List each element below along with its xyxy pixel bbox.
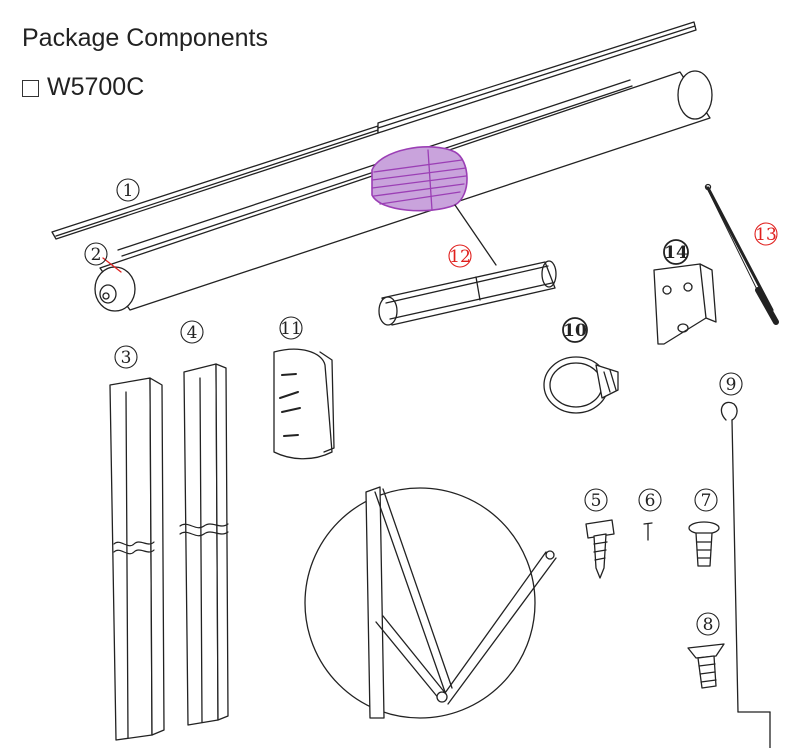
hose-clamp [543,356,619,414]
model-checkbox[interactable] [22,80,39,97]
callout-12: 12 [449,247,471,267]
callout-14: 14 [664,243,688,263]
page-title: Package Components [22,24,268,52]
bolt-7 [688,521,720,567]
arm-channel-left [109,377,165,741]
callout-2: 2 [91,245,102,265]
spring-tube [378,204,557,326]
arm-detail-circle [304,486,557,719]
hook-rod [720,401,771,748]
model-option[interactable]: W5700C [22,73,144,102]
spring-housing [371,146,468,212]
callout-5: 5 [591,491,602,511]
pull-rod [704,183,779,325]
arm-channel-right [179,363,229,726]
control-panel [273,348,335,460]
awning-rail [51,21,697,240]
callout-10: 10 [563,321,587,341]
callout-6: 6 [645,491,656,511]
mounting-bracket [653,263,717,345]
model-label: W5700C [47,73,145,101]
callout-4: 4 [187,323,198,343]
callout-1: 1 [123,181,134,201]
callout-3: 3 [121,348,132,368]
screw-6 [643,522,653,541]
callout-9: 9 [726,375,737,395]
screw-5 [585,519,615,579]
callout-7: 7 [701,491,712,511]
screw-8 [687,643,725,689]
callout-11: 11 [280,319,302,339]
callout-8: 8 [703,615,714,635]
callout-13: 13 [755,225,777,245]
